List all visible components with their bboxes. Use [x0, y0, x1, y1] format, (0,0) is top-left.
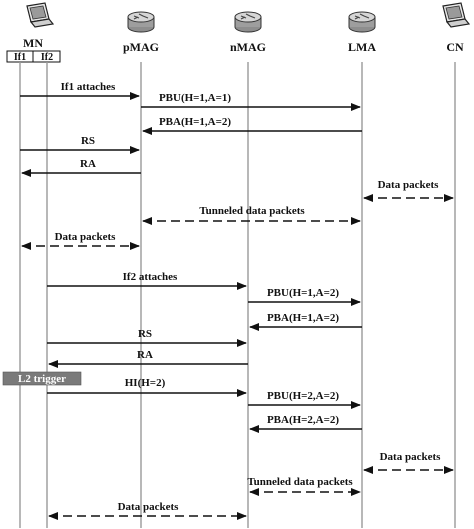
label-pbu2: PBU(H=1,A=2): [267, 287, 339, 299]
label-tunneled-2: Tunneled data packets: [247, 476, 353, 488]
label-rs1: RS: [81, 135, 95, 147]
node-label-nmag: nMAG: [230, 40, 266, 54]
label-ra1: RA: [80, 158, 96, 170]
laptop-icon: [26, 2, 54, 28]
l2-trigger-box: L2 trigger: [2, 371, 82, 386]
label-data-cn-2: Data packets: [380, 451, 442, 463]
label-hi: HI(H=2): [125, 377, 166, 389]
label-pba2: PBA(H=1,A=2): [267, 312, 339, 324]
router-icon: [127, 11, 155, 33]
label-pbu1: PBU(H=1,A=1): [159, 92, 231, 104]
laptop-icon: [442, 2, 470, 28]
label-pba1: PBA(H=1,A=2): [159, 116, 231, 128]
label-if1-attaches: If1 attaches: [61, 81, 116, 93]
lifelines: [19, 62, 456, 528]
node-label-mn: MN: [23, 36, 43, 50]
label-data-cn-1: Data packets: [378, 179, 440, 191]
node-label-lma: LMA: [348, 40, 376, 54]
interface-label-if1: If1: [14, 52, 26, 63]
router-icon: [348, 11, 376, 33]
mn-interface-box: If1 If2: [6, 50, 61, 63]
node-label-pmag: pMAG: [123, 40, 159, 54]
label-tunneled-1: Tunneled data packets: [199, 205, 305, 217]
label-data-mn-2: Data packets: [118, 501, 180, 513]
label-ra2: RA: [137, 349, 153, 361]
router-icon: [234, 11, 262, 33]
label-pba3: PBA(H=2,A=2): [267, 414, 339, 426]
node-label-cn: CN: [446, 40, 464, 54]
label-data-mn-1: Data packets: [55, 231, 117, 243]
interface-label-if2: If2: [41, 52, 53, 63]
label-rs2: RS: [138, 328, 152, 340]
label-pbu3: PBU(H=2,A=2): [267, 390, 339, 402]
label-if2-attaches: If2 attaches: [123, 271, 178, 283]
l2-trigger-label: L2 trigger: [18, 373, 66, 385]
